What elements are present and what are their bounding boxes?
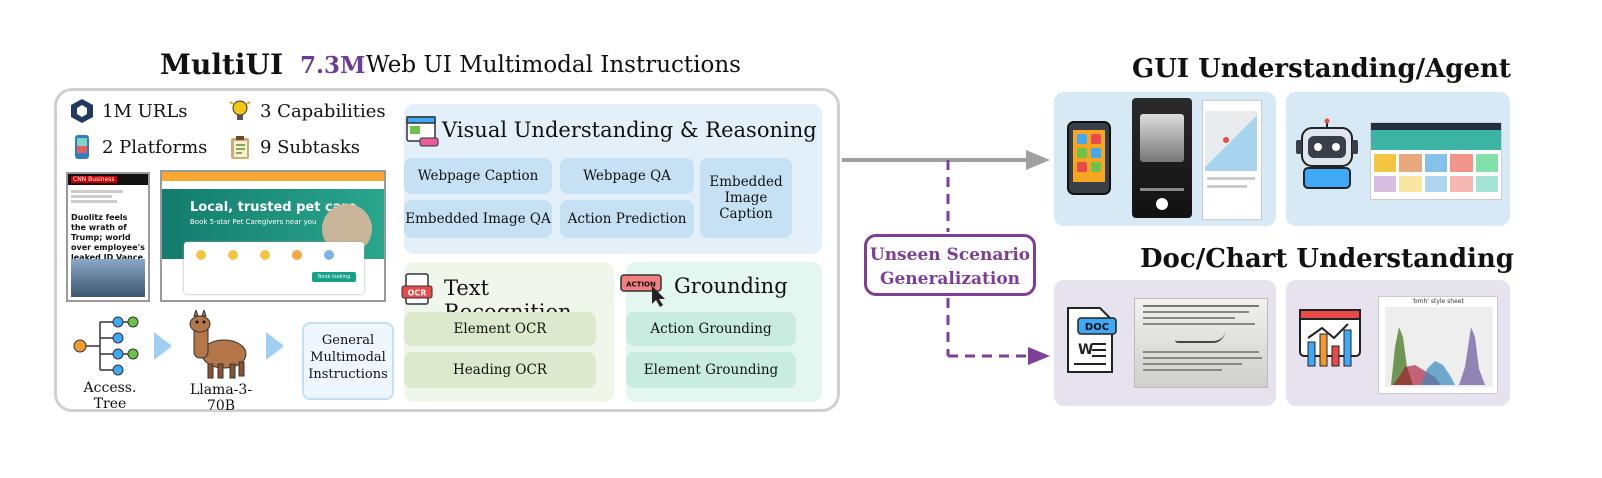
llama-icon bbox=[189, 310, 247, 379]
diagram-title: MultiUI bbox=[160, 48, 284, 81]
hexagon-link-icon bbox=[71, 99, 93, 123]
histogram-screenshot: 'bmh' style sheet bbox=[1378, 296, 1498, 394]
chart-panel: 'bmh' style sheet bbox=[1286, 280, 1510, 406]
model-label: Llama-3-70B bbox=[189, 382, 253, 414]
task-webpage-qa: Webpage QA bbox=[560, 158, 694, 194]
grounding-panel-title: Grounding bbox=[674, 274, 788, 298]
pipeline-arrow bbox=[154, 332, 172, 360]
music-app-screenshot bbox=[1132, 98, 1192, 218]
task-embedded-image-caption: Embedded Image Caption bbox=[700, 158, 792, 238]
pipeline-arrow bbox=[266, 332, 284, 360]
clipboard-icon bbox=[231, 136, 249, 159]
instruction-count: 7.3M bbox=[300, 52, 366, 79]
pet-button: Book looking bbox=[312, 272, 357, 282]
visual-understanding-panel: Visual Understanding & Reasoning Webpage… bbox=[404, 104, 822, 254]
doc-file-icon: DOC W bbox=[1067, 307, 1117, 373]
visual-webpage-icon bbox=[406, 116, 439, 147]
gui-panel-mobile bbox=[1054, 92, 1276, 226]
stat-label: 1M URLs bbox=[102, 100, 188, 122]
access-tree-icon bbox=[73, 316, 139, 376]
text-recognition-panel: OCR Text Recognition Element OCR Heading… bbox=[401, 262, 614, 402]
diagram-subtitle: Web UI Multimodal Instructions bbox=[366, 52, 741, 78]
gui-section-title: GUI Understanding/Agent bbox=[1132, 54, 1511, 84]
news-screenshot: CNN Business Duolitz feels the wrath of … bbox=[66, 172, 150, 302]
task-action-grounding: Action Grounding bbox=[626, 312, 796, 346]
task-action-prediction: Action Prediction bbox=[560, 200, 694, 238]
stat-label: 3 Capabilities bbox=[260, 100, 386, 122]
petcare-screenshot: Local, trusted pet care Book 5-star Pet … bbox=[160, 170, 386, 302]
task-webpage-caption: Webpage Caption bbox=[404, 158, 552, 194]
doc-panel: DOC W bbox=[1054, 280, 1276, 406]
stat-label: 9 Subtasks bbox=[260, 136, 360, 158]
stat-label: 2 Platforms bbox=[102, 136, 208, 158]
action-icon-text: ACTION bbox=[626, 281, 656, 289]
smartphone-icon bbox=[75, 135, 89, 159]
grounding-panel: ACTION Grounding Action Grounding Elemen… bbox=[620, 262, 822, 402]
lightbulb-icon bbox=[229, 100, 251, 120]
mobile-apps-icon bbox=[1067, 121, 1111, 195]
map-app-screenshot bbox=[1202, 100, 1262, 220]
chart-caption: 'bmh' style sheet bbox=[1412, 298, 1464, 305]
unseen-scenario-box: Unseen Scenario Generalization bbox=[864, 234, 1036, 296]
analytics-chart-icon bbox=[1299, 309, 1361, 367]
shopping-screenshot bbox=[1370, 122, 1502, 200]
task-embedded-image-qa: Embedded Image QA bbox=[404, 200, 552, 238]
task-heading-ocr: Heading OCR bbox=[404, 352, 596, 388]
access-tree-label: Access. Tree bbox=[83, 380, 137, 412]
task-element-ocr: Element OCR bbox=[404, 312, 596, 346]
visual-panel-title: Visual Understanding & Reasoning bbox=[442, 118, 817, 142]
stat-capabilities: 3 Capabilities bbox=[228, 98, 386, 124]
histogram-plot bbox=[1385, 307, 1493, 387]
pet-headline: Local, trusted pet care bbox=[190, 200, 357, 215]
doc-section-title: Doc/Chart Understanding bbox=[1140, 244, 1514, 274]
task-element-grounding: Element Grounding bbox=[626, 352, 796, 388]
gui-panel-agent bbox=[1286, 92, 1510, 226]
svg-text:W: W bbox=[1078, 342, 1093, 358]
news-brand: CNN Business bbox=[71, 176, 117, 183]
robot-icon bbox=[1296, 118, 1358, 189]
action-cursor-icon: ACTION bbox=[620, 274, 665, 307]
general-instructions-box: General Multimodal Instructions bbox=[302, 322, 394, 400]
stat-platforms: 2 Platforms bbox=[70, 134, 207, 160]
scanned-document bbox=[1134, 298, 1268, 388]
pet-subline: Book 5-star Pet Caregivers near you bbox=[190, 218, 317, 226]
doc-icon-text: DOC bbox=[1085, 322, 1109, 333]
stat-subtasks: 9 Subtasks bbox=[228, 134, 360, 160]
ocr-icon: OCR bbox=[401, 273, 433, 305]
stat-urls: 1M URLs bbox=[70, 98, 188, 124]
ocr-icon-text: OCR bbox=[408, 289, 427, 298]
